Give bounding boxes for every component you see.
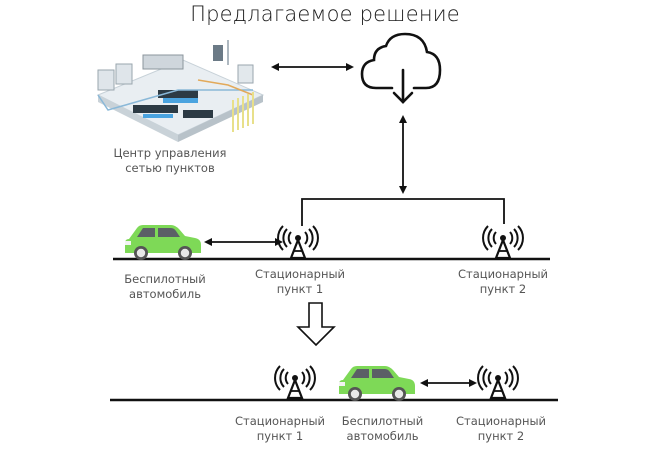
car-label-after: Беспилотный автомобиль (341, 414, 424, 443)
station1-label-after: Стационарный пункт 1 (234, 414, 326, 443)
station-bus-line (301, 198, 505, 226)
cloud-download-icon (360, 32, 442, 104)
hollow-down-arrow-icon (296, 302, 336, 347)
station2-label-before: Стационарный пункт 2 (457, 267, 549, 296)
control-center-illustration (96, 40, 265, 142)
diagram-title: Предлагаемое решение (190, 2, 460, 26)
tower-icon-after-2 (476, 364, 520, 400)
car-before (125, 225, 201, 260)
tower-icon-before-1 (276, 224, 320, 260)
car-after (339, 366, 415, 401)
tower-icon-before-2 (481, 224, 525, 260)
car-label-before: Беспилотный автомобиль (124, 272, 206, 301)
station1-label-before: Стационарный пункт 1 (254, 267, 346, 296)
control-center-label: Центр управления сетью пунктов (113, 146, 227, 175)
station2-label-after: Стационарный пункт 2 (455, 414, 547, 443)
tower-icon-after-1 (273, 364, 317, 400)
